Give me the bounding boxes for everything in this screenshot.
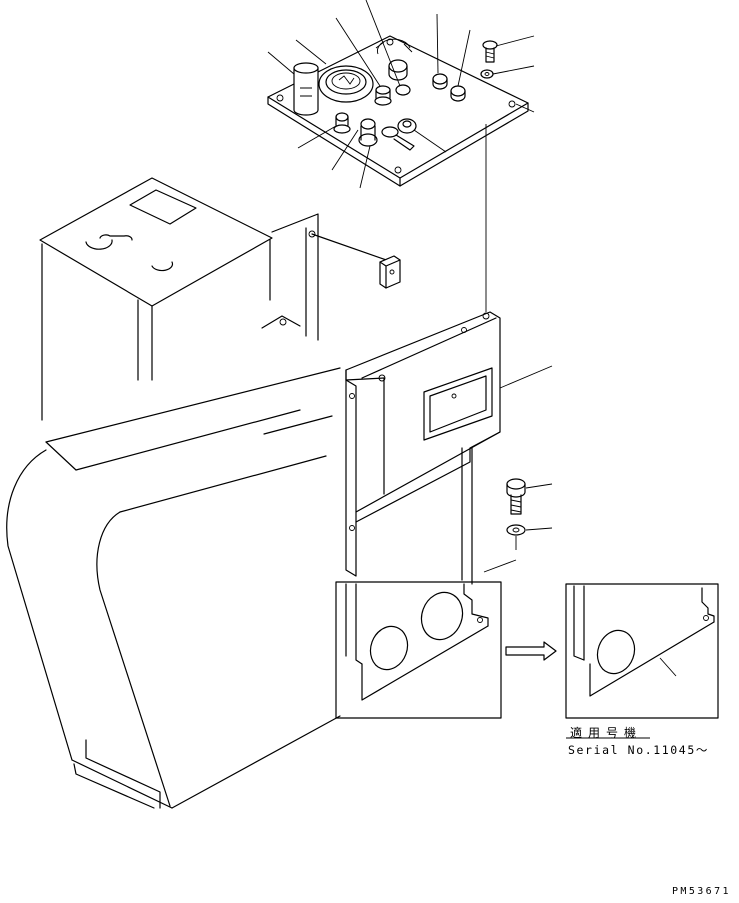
mounting-bracket xyxy=(262,214,392,340)
knob-nut xyxy=(398,119,416,133)
box-housing xyxy=(40,178,272,420)
leader-washer xyxy=(526,528,552,530)
washer-top xyxy=(481,70,493,78)
drawing-code: PM53671 xyxy=(672,886,731,897)
indicator-cap xyxy=(396,85,410,95)
screw-top xyxy=(483,41,497,62)
leader-lines-top xyxy=(268,0,534,312)
change-arrow xyxy=(506,642,556,660)
applicable-serial-number: Serial No.11045～ xyxy=(568,743,709,757)
pilot-lamp-top xyxy=(375,86,391,105)
gauge-meter xyxy=(319,66,373,102)
center-cover-plate xyxy=(346,312,500,584)
washer xyxy=(507,525,525,535)
bolt xyxy=(507,479,525,514)
ignition-key xyxy=(382,127,414,150)
clip-nut xyxy=(380,256,400,288)
leader-bolt xyxy=(526,484,552,488)
bolt-axis-line-2 xyxy=(484,560,516,572)
applicable-serial-label: 適用号機 xyxy=(570,726,643,740)
key-switch xyxy=(359,119,377,146)
detail-frame-before xyxy=(336,582,501,718)
detail-frame-after xyxy=(566,584,718,718)
leader-center-plate xyxy=(500,366,552,388)
hour-meter-cylinder xyxy=(294,63,318,115)
cover-shell xyxy=(7,368,340,808)
cap-right-1 xyxy=(433,74,447,89)
pilot-lamp-left xyxy=(334,113,350,133)
